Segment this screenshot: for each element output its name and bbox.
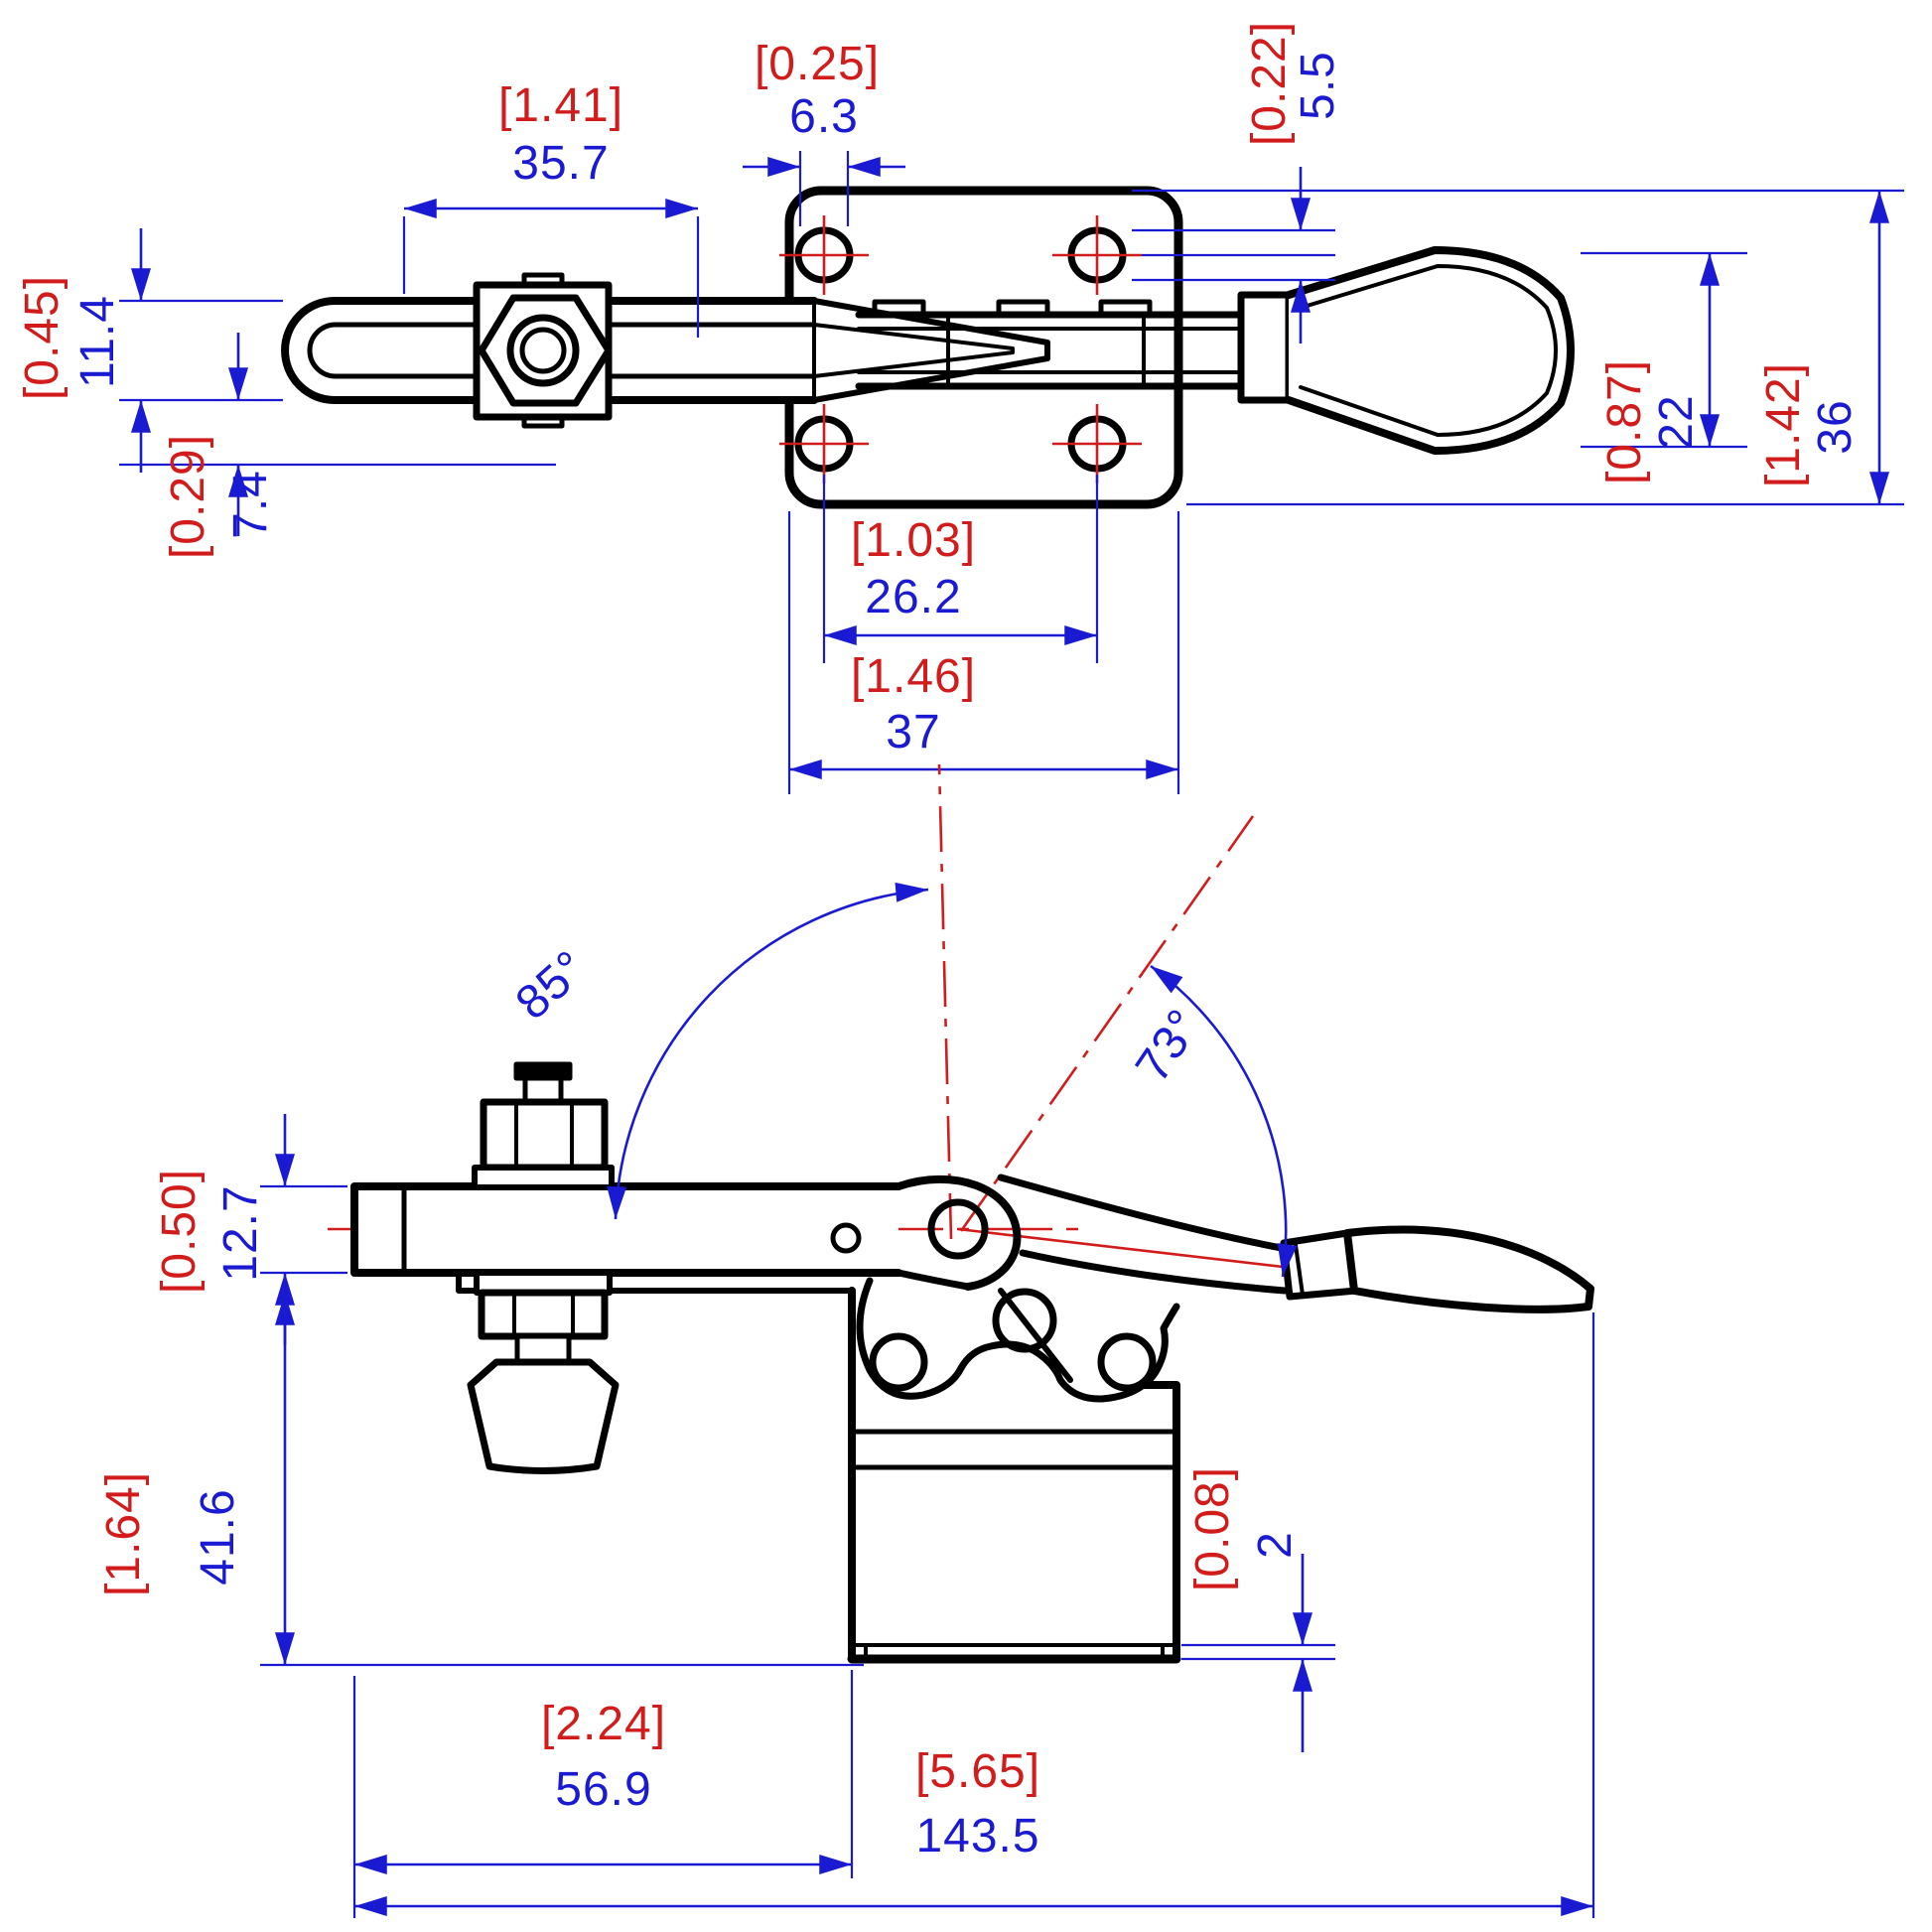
handle-knob <box>1285 246 1575 455</box>
spindle-bore <box>519 327 567 374</box>
dim-slot-length-inch: [1.41] <box>498 79 623 132</box>
clamp-bar-side <box>350 1182 902 1277</box>
top-view: [1.41] 35.7 [0.25] 6.3 [0.22] 5.5 <box>16 21 1904 794</box>
dim-hole-diameter-mm: 5.5 <box>1292 51 1344 120</box>
rubber-tip <box>467 1358 620 1474</box>
dim-overall-length-mm: 143.5 <box>915 1810 1039 1863</box>
dim-spindle-to-base-inch: [2.24] <box>541 1698 666 1750</box>
dim-bar-offset: [0.29] 7.4 <box>119 333 556 559</box>
linkage-plate <box>856 1277 1180 1403</box>
dim-handle-width-inch: [0.87] <box>1598 359 1651 484</box>
dim-bar-offset-mm: 7.4 <box>224 470 277 539</box>
dim-base-width: [1.46] 37 <box>787 511 1180 794</box>
bar-open-position-line <box>937 763 953 1240</box>
dim-body-height-inch: [1.64] <box>97 1471 150 1596</box>
dim-base-lip: [0.08] 2 <box>1181 1466 1335 1752</box>
dim-hole-diameter-inch: [0.22] <box>1243 21 1296 146</box>
spindle-hex-nut <box>478 294 613 407</box>
dim-bar-width-inch: [0.45] <box>16 275 69 400</box>
side-view: 85° 73° [0.50] 12.7 [1.64] 41.6 <box>97 763 1595 1918</box>
dim-overall-width-mm: 36 <box>1809 399 1862 454</box>
spindle-nut-upper <box>480 1098 609 1172</box>
dim-slot-length: [1.41] 35.7 <box>402 79 700 338</box>
hole-centermarks <box>779 215 1142 483</box>
handle-socket <box>1237 291 1293 404</box>
bar-slot <box>307 322 817 379</box>
dim-bar-height: [0.50] 12.7 <box>153 1114 347 1345</box>
handle-opening-angle-label: 73° <box>1126 1000 1211 1091</box>
handle-grip <box>1343 1225 1594 1313</box>
dim-base-lip-mm: 2 <box>1249 1531 1302 1559</box>
pivot-hole <box>927 1198 989 1260</box>
dim-overall-length-inch: [5.65] <box>915 1745 1040 1798</box>
handle-open-position-line <box>959 815 1255 1232</box>
dim-hole-spacing-mm: 26.2 <box>865 571 961 623</box>
dim-body-height: [1.64] 41.6 <box>97 1293 864 1667</box>
dim-overall-width-inch: [1.42] <box>1757 362 1810 487</box>
dim-spindle-to-base: [2.24] 56.9 <box>354 1670 854 1878</box>
spindle-nut-lower <box>478 1289 609 1340</box>
dim-bar-offset-inch: [0.29] <box>162 434 214 559</box>
bar-hole <box>830 1222 862 1254</box>
dim-handle-width-mm: 22 <box>1650 394 1703 449</box>
dim-hole-width-inch: [0.25] <box>755 38 880 90</box>
dim-bar-height-inch: [0.50] <box>153 1169 206 1294</box>
dim-body-height-mm: 41.6 <box>192 1488 244 1585</box>
dim-base-lip-inch: [0.08] <box>1186 1466 1239 1591</box>
dim-spindle-to-base-mm: 56.9 <box>555 1763 651 1816</box>
dim-slot-length-mm: 35.7 <box>512 137 609 190</box>
dim-base-width-inch: [1.46] <box>851 650 976 703</box>
dim-overall-length: [5.65] 143.5 <box>352 1312 1595 1918</box>
side-view-geometry <box>350 1061 1594 1664</box>
dim-bar-width: [0.45] 11.4 <box>16 228 283 473</box>
bar-opening-angle-label: 85° <box>506 940 598 1030</box>
dim-hole-spacing: [1.03] 26.2 <box>822 475 1099 663</box>
dim-handle-width: [0.87] 22 <box>1581 251 1747 484</box>
dim-base-width-mm: 37 <box>886 706 940 759</box>
dim-hole-width-mm: 6.3 <box>789 90 859 143</box>
dim-hole-diameter: [0.22] 5.5 <box>1132 21 1344 344</box>
dim-hole-width: [0.25] 6.3 <box>743 38 905 226</box>
dim-bar-height-mm: 12.7 <box>214 1184 267 1281</box>
dim-overall-width: [1.42] 36 <box>1132 189 1904 506</box>
dim-bar-width-mm: 11.4 <box>71 295 124 388</box>
dim-hole-spacing-inch: [1.03] <box>851 514 976 567</box>
top-view-geometry <box>281 186 1575 509</box>
